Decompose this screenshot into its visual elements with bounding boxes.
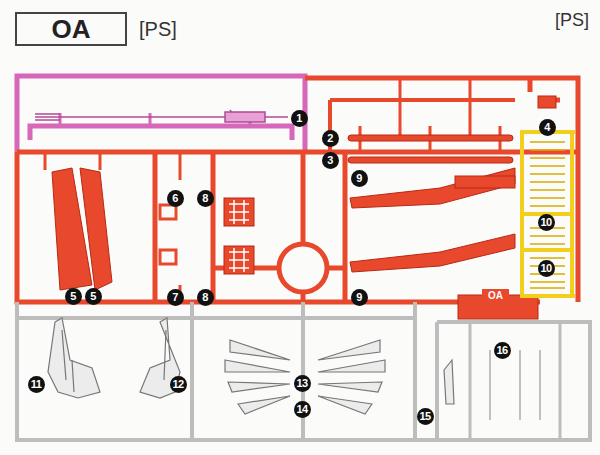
- callout-number: 11: [28, 376, 45, 393]
- callout-number: 6: [167, 190, 184, 207]
- callout-number: 1: [291, 110, 308, 127]
- node-heading: OA: [15, 12, 127, 46]
- callout-number: 15: [417, 408, 434, 425]
- callout-number: 9: [351, 170, 368, 187]
- callout-number: 16: [494, 342, 511, 359]
- callout-number: 13: [294, 375, 311, 392]
- callout-number: 10: [538, 260, 555, 277]
- callout-number: 2: [322, 130, 339, 147]
- callout-number: 12: [170, 376, 187, 393]
- material-label: [PS]: [555, 10, 589, 31]
- runner-tag: OA: [482, 289, 509, 302]
- node-heading: OA: [482, 289, 509, 302]
- callout-number: 8: [197, 190, 214, 207]
- callout-number: 8: [197, 289, 214, 306]
- node-subtitle: [PS]: [139, 18, 177, 41]
- callout-number: 14: [294, 401, 311, 418]
- callout-number: 7: [167, 289, 184, 306]
- callout-number: 10: [538, 214, 555, 231]
- callout-number: 5: [85, 288, 102, 305]
- callout-number: 3: [322, 152, 339, 169]
- callout-number: 4: [539, 119, 556, 136]
- callout-number: 5: [65, 288, 82, 305]
- callout-number: 9: [351, 289, 368, 306]
